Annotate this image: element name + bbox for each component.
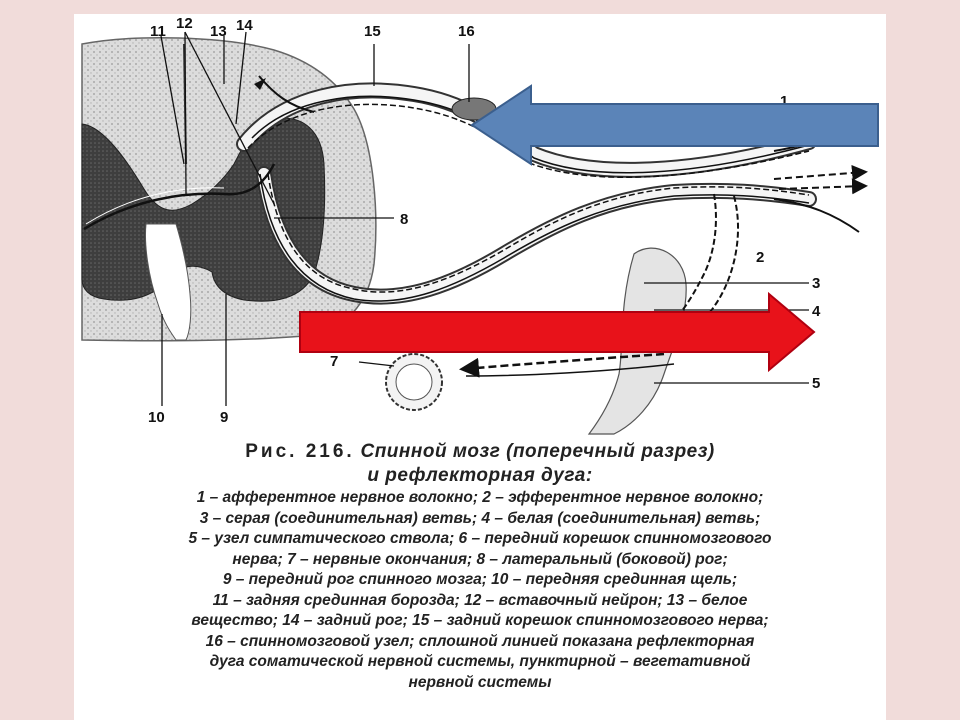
figure-label: Рис. 216. — [245, 441, 355, 462]
label-12: 12 — [176, 15, 193, 32]
label-4: 4 — [812, 303, 821, 320]
caption-title: Рис. 216. Спинной мозг (поперечный разре… — [74, 440, 886, 464]
label-7: 7 — [330, 353, 338, 370]
legend-line: нерва; 7 – нервные окончания; 8 – латера… — [232, 550, 728, 568]
caption-title-line2: и рефлекторная дуга: — [367, 465, 593, 486]
efferent-fiber — [773, 198, 860, 233]
label-11: 11 — [150, 23, 166, 40]
legend-line: 3 – серая (соединительная) ветвь; 4 – бе… — [199, 509, 761, 527]
spinal-cord-diagram: 11 12 13 14 15 16 1 8 2 3 4 5 7 10 9 — [81, 15, 879, 435]
legend-line: 9 – передний рог спинного мозга; 10 – пе… — [222, 571, 738, 588]
legend-line: 5 – узел симпатического ствола; 6 – пере… — [188, 530, 772, 547]
label-16: 16 — [458, 23, 475, 40]
label-10: 10 — [148, 409, 165, 426]
label-14: 14 — [236, 17, 253, 34]
legend-line: 11 – задняя срединная борозда; 12 – вста… — [212, 591, 748, 609]
label-9: 9 — [220, 409, 228, 426]
interneuron — [83, 163, 276, 231]
anterior-median-fissure — [145, 223, 192, 341]
efferent-arrow — [299, 291, 816, 373]
label-13: 13 — [210, 23, 227, 40]
legend-line: 16 – спинномозговой узел; сплошной линие… — [205, 632, 755, 650]
legend-line: 1 – афферентное нервное волокно; 2 – эфф… — [196, 489, 764, 506]
figure-sheet: 11 12 13 14 15 16 1 8 2 3 4 5 7 10 9 Рис… — [74, 14, 886, 720]
caption-title-line1: Спинной мозг (поперечный разрез) — [360, 441, 715, 462]
legend-line: вещество; 14 – задний рог; 15 – задний к… — [191, 612, 769, 629]
legend-line: нервной системы — [408, 673, 552, 691]
figure-caption: Рис. 216. Спинной мозг (поперечный разре… — [74, 440, 886, 693]
caption-legend: 1 – афферентное нервное волокно; 2 – эфф… — [74, 488, 886, 693]
legend-line: дуга соматической нервной системы, пункт… — [209, 653, 751, 670]
label-2: 2 — [756, 249, 764, 266]
label-3: 3 — [812, 275, 820, 292]
label-8: 8 — [400, 211, 408, 228]
label-1: 1 — [780, 93, 788, 110]
label-15: 15 — [364, 23, 381, 40]
label-5: 5 — [812, 375, 820, 392]
afferent-arrow — [470, 84, 879, 166]
